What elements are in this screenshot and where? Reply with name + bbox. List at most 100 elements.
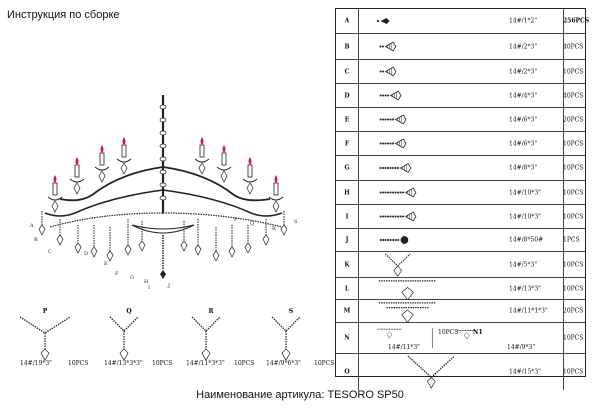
column-divider xyxy=(358,132,359,155)
part-spec: 14#/8*3" xyxy=(509,164,538,172)
part-spec: 14#/11*3" xyxy=(388,344,420,351)
crystal-pendant-icon xyxy=(379,211,417,222)
crystal-pendant-icon xyxy=(191,316,221,361)
part-spec: 14#/9*3" xyxy=(507,344,536,351)
card-spec: 14#/13*3*3" xyxy=(104,360,143,367)
column-divider xyxy=(563,60,564,83)
part-quantity: 10PCS xyxy=(563,368,584,376)
callout-label: S xyxy=(294,219,298,225)
page-title: Инструкция по сборке xyxy=(7,9,120,21)
part-letter: N xyxy=(344,334,350,342)
part-spec: 14#/5*3" xyxy=(509,261,538,268)
column-divider xyxy=(563,354,564,390)
column-divider xyxy=(563,34,564,59)
crystal-pendant-icon xyxy=(378,280,437,299)
pendant-card: Q 14#/13*3*3" 10PCS xyxy=(104,307,179,373)
crystal-pendant-icon xyxy=(379,236,409,244)
part-quantity: 20PCS xyxy=(563,307,584,315)
part-quantity: 10PCS xyxy=(563,140,584,147)
part-spec: 14#/10*3" xyxy=(509,213,541,220)
part-letter: I xyxy=(345,213,349,220)
crystal-pendant-icon xyxy=(379,138,407,149)
part-spec: 14#/6*3" xyxy=(509,140,538,147)
card-letter: P xyxy=(42,308,48,315)
callout-label: I xyxy=(148,285,150,291)
column-divider xyxy=(563,84,564,107)
column-divider xyxy=(563,300,564,322)
part-letter: B xyxy=(344,43,350,50)
column-divider xyxy=(563,181,564,204)
part-letter: G xyxy=(344,164,350,172)
crystal-pendant-icon xyxy=(109,316,139,361)
part-spec: 14#/10*3" xyxy=(509,189,541,196)
part-quantity: 10PCS xyxy=(438,329,459,336)
card-quantity: 10PCS xyxy=(234,360,255,367)
card-quantity: 10PCS xyxy=(68,360,89,367)
crystal-pendant-icon xyxy=(377,327,477,349)
part-letter: L xyxy=(344,285,350,292)
part-quantity: 10PCS xyxy=(563,189,584,196)
part-letter: A xyxy=(344,17,350,25)
parts-row: I 14#/10*3" 10PCS xyxy=(336,204,585,228)
article-caption: Наименование артикула: TESORO SP50 xyxy=(196,389,404,401)
part-quantity: 1PCS xyxy=(563,236,580,244)
column-divider xyxy=(358,9,359,33)
column-divider xyxy=(358,300,359,322)
part-quantity: 20PCS xyxy=(563,116,584,123)
crystal-pendant-icon xyxy=(378,302,437,322)
callout-label: B xyxy=(34,237,38,243)
column-divider xyxy=(358,34,359,59)
column-divider xyxy=(563,278,564,299)
column-divider xyxy=(358,323,359,353)
column-divider xyxy=(563,9,564,33)
card-letter: S xyxy=(288,308,294,315)
column-divider xyxy=(358,181,359,204)
crystal-pendant-icon xyxy=(271,316,301,361)
parts-row: K 14#/5*3" 10PCS xyxy=(336,251,585,277)
part-spec: 14#/6*3" xyxy=(509,116,538,123)
callout-label: G xyxy=(130,275,134,281)
column-divider xyxy=(358,252,359,277)
column-divider xyxy=(358,278,359,299)
part-quantity: 10PCS xyxy=(563,213,584,220)
part-quantity: 256PCS xyxy=(563,17,590,25)
column-divider xyxy=(358,229,359,251)
callout-label: P xyxy=(234,217,238,223)
callout-label: H xyxy=(144,279,149,285)
part-quantity: 10PCS xyxy=(563,261,584,268)
callout-label: A xyxy=(29,223,34,229)
column-divider xyxy=(563,156,564,180)
crystal-pendant-icon xyxy=(379,187,417,198)
part-spec: 14#/2*3" xyxy=(509,43,538,50)
parts-row: B 14#/2*3" 40PCS xyxy=(336,33,585,59)
column-divider xyxy=(563,132,564,155)
card-quantity: 10PCS xyxy=(314,360,335,367)
crystal-pendant-icon xyxy=(20,316,71,361)
card-quantity: 10PCS xyxy=(152,360,173,367)
crystal-pendant-icon xyxy=(379,66,397,77)
part-letter: K xyxy=(344,261,350,268)
column-divider xyxy=(358,205,359,228)
part-spec: 14#/2*3" xyxy=(509,68,538,75)
crystal-pendant-icon xyxy=(379,41,397,52)
column-divider xyxy=(563,229,564,251)
part-letter: O xyxy=(344,368,350,376)
part-quantity: 40PCS xyxy=(563,43,584,50)
part-letter: N1 xyxy=(473,329,483,336)
part-letter: J xyxy=(345,236,349,244)
card-letter: Q xyxy=(126,308,132,315)
part-spec: 14#/11*1*3" xyxy=(509,307,548,315)
callout-label: Q xyxy=(250,221,254,227)
